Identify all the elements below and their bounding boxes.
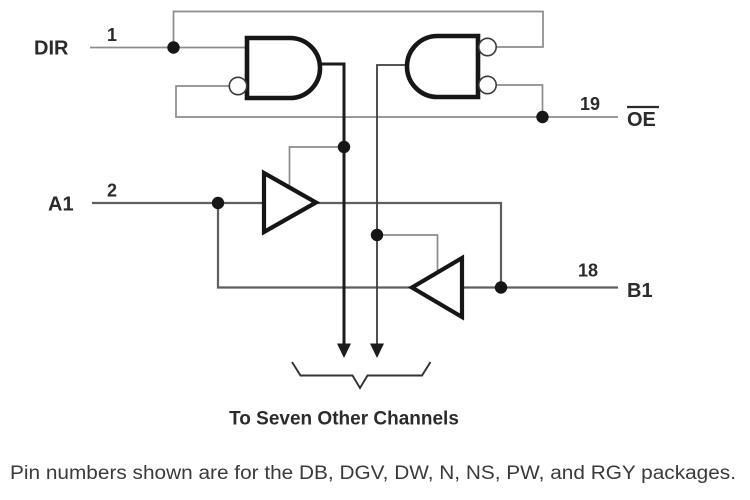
oe-pin-number: 19 [580, 94, 600, 114]
a1-pin-label: A1 [48, 194, 74, 216]
footnote: Pin numbers shown are for the DB, DGV, D… [10, 463, 736, 484]
wire-oe-rail-to-left-gate-bubble [175, 85, 618, 118]
inverter-bubble-left-gate-oe-input [228, 76, 248, 96]
junction-dot-a1 [211, 196, 225, 210]
and-gate-b-to-a-enable [404, 33, 481, 100]
brace-icon [291, 361, 432, 390]
junction-dot-oe [536, 110, 549, 124]
wire-left-gate-output-down [320, 62, 346, 344]
dir-pin-label: DIR [34, 38, 69, 60]
wire-dir-top-rail-to-right-gate-bubble [172, 10, 544, 48]
buffer-a-to-b [261, 169, 321, 236]
b1-pin-number: 18 [578, 261, 598, 281]
wire-right-gate-output-down [376, 64, 408, 344]
inverter-bubble-right-gate-dir-input [477, 37, 497, 57]
wire-enable-a-buffer-control [288, 146, 344, 186]
junction-dot-dir [167, 41, 180, 54]
inverter-bubble-right-gate-oe-input [477, 75, 497, 95]
arrow-down-icon-right [370, 343, 384, 358]
oe-pin-label: OE [627, 109, 656, 131]
a1-pin-number: 2 [107, 181, 117, 201]
b1-pin-label: B1 [627, 280, 653, 302]
dir-pin-number: 1 [107, 25, 117, 45]
buffer-b-to-a [407, 254, 465, 321]
junction-dot-b1 [494, 281, 508, 294]
wire-a-buffer-output-to-b1 [313, 201, 503, 288]
wire-oe-to-right-gate-bubble [497, 84, 544, 117]
arrow-down-icon-left [337, 343, 351, 358]
junction-dot-enable-b [370, 228, 384, 242]
and-gate-a-to-b-enable [244, 35, 323, 101]
wire-enable-b-buffer-control [377, 234, 439, 272]
brace-caption: To Seven Other Channels [229, 409, 459, 430]
wire-a1-to-b-buffer-output [216, 203, 414, 289]
junction-dot-enable-a [337, 140, 351, 154]
